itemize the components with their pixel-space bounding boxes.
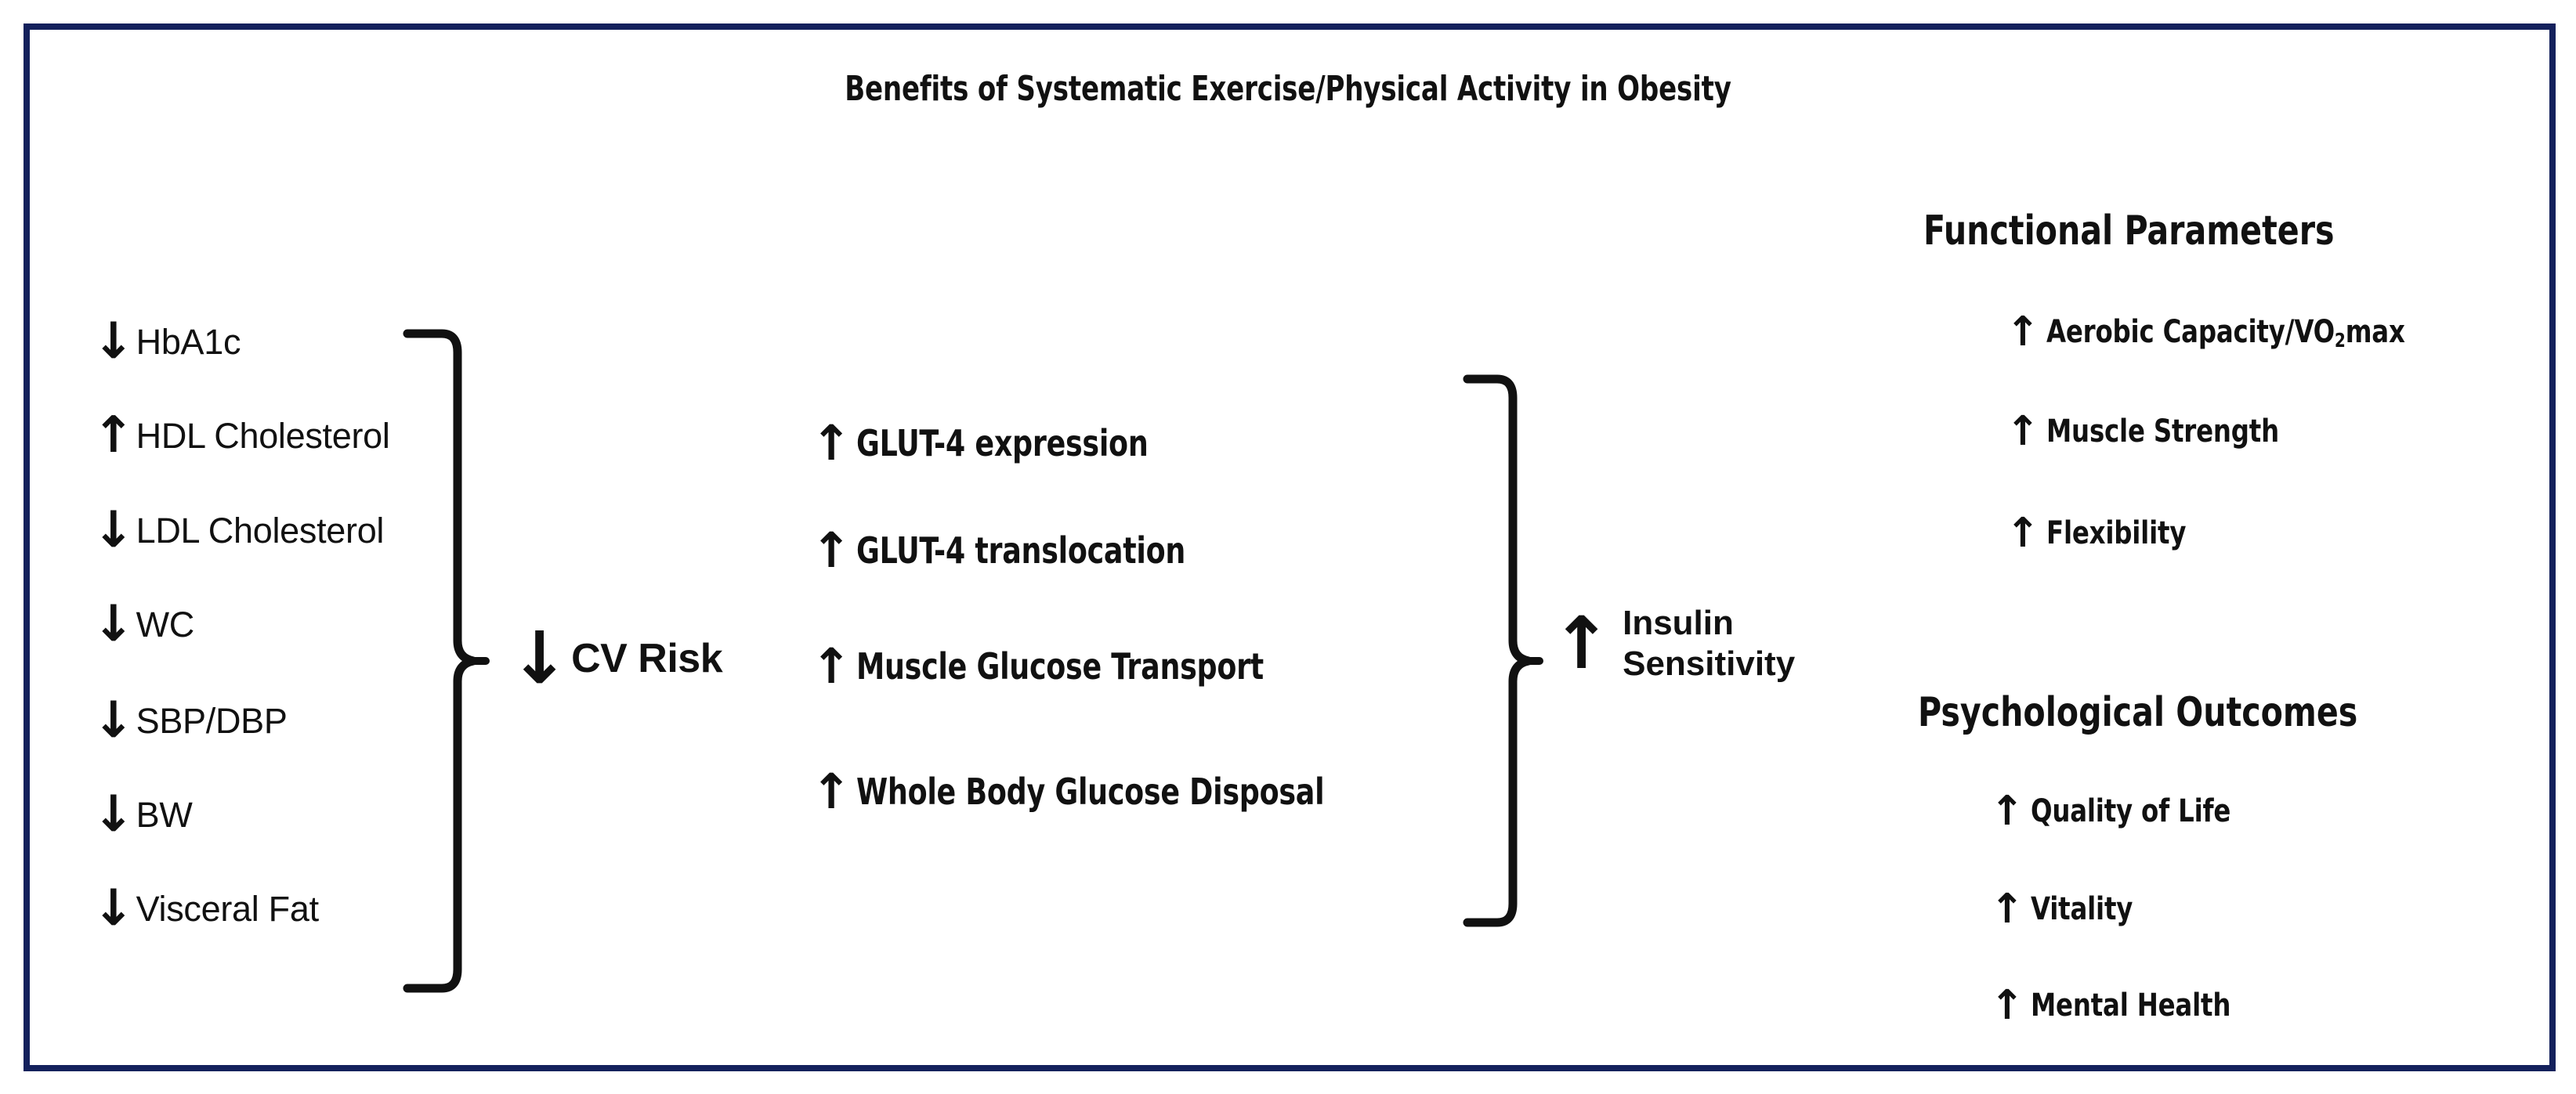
arrow-down-icon: ↓ [92,595,135,653]
list-item: ↑ HDL Cholesterol [92,410,390,460]
arrow-down-icon: ↓ [92,691,135,749]
left-brace [401,329,490,1002]
list-item-label: Muscle Strength [2046,413,2279,450]
list-item-label: SBP/DBP [136,700,288,741]
insulin-sensitivity-outcome: ↑ Insulin Sensitivity [1551,603,1795,684]
list-item: ↑ Whole Body Glucose Disposal [811,767,1388,816]
arrow-down-icon: ↓ [92,785,135,843]
list-item-label: GLUT-4 translocation [856,529,1185,572]
list-item-label: LDL Cholesterol [136,510,385,551]
vo2-subscript: 2 [2334,329,2346,352]
arrow-up-icon: ↑ [1551,601,1612,685]
arrow-up-icon: ↑ [2006,408,2040,455]
aerobic-capacity-text: Aerobic Capacity/VO [2046,314,2335,350]
functional-parameters-heading: Functional Parameters [1923,208,2335,255]
list-item: ↓ WC [92,599,194,649]
arrow-down-icon: ↓ [92,501,135,559]
list-item-label: HbA1c [136,321,241,362]
list-item: ↑ Aerobic Capacity/VO2max [2006,312,2444,352]
arrow-up-icon: ↑ [811,522,852,579]
figure-border [24,23,2556,1071]
arrow-up-icon: ↑ [1990,886,2024,933]
arrow-up-icon: ↑ [1990,982,2024,1029]
list-item-label: Quality of Life [2030,793,2230,829]
list-item-label: Mental Health [2030,987,2230,1024]
list-item: ↑ GLUT-4 expression [811,419,1188,468]
arrow-up-icon: ↑ [811,637,852,695]
arrow-up-icon: ↑ [2006,510,2040,557]
psychological-outcomes-heading: Psychological Outcomes [1918,689,2358,736]
list-item: ↑ Muscle Glucose Transport [811,642,1319,691]
list-item-label: Muscle Glucose Transport [856,645,1264,688]
list-item-label: GLUT-4 expression [856,422,1149,464]
list-item-label: Vitality [2030,891,2133,927]
list-item-label: Whole Body Glucose Disposal [856,771,1325,813]
list-item-label: Visceral Fat [136,888,319,929]
list-item-label: Aerobic Capacity/VO2max [2046,314,2405,350]
list-item: ↑ Flexibility [2006,513,2202,554]
list-item: ↑ Muscle Strength [2006,411,2305,452]
list-item: ↑ GLUT-4 translocation [811,526,1230,575]
figure-title: Benefits of Systematic Exercise/Physical… [845,69,1731,109]
list-item-label: BW [136,794,193,835]
list-item: ↓ HbA1c [92,316,241,366]
list-item: ↓ BW [92,789,193,839]
arrow-up-icon: ↑ [92,406,135,464]
list-item-label: WC [136,604,195,644]
list-item: ↓ SBP/DBP [92,695,288,746]
list-item: ↓ LDL Cholesterol [92,505,384,555]
list-item: ↑ Mental Health [1990,985,2252,1026]
arrow-up-icon: ↑ [2006,309,2040,356]
insulin-line-1: Insulin [1623,604,1734,642]
arrow-down-icon: ↓ [92,879,135,937]
cv-risk-label: CV Risk [571,636,723,681]
list-item-label: HDL Cholesterol [136,415,390,456]
list-item: ↓ Visceral Fat [92,883,319,933]
arrow-down-icon: ↓ [509,616,570,700]
insulin-line-2: Sensitivity [1623,644,1796,683]
arrow-up-icon: ↑ [811,414,852,471]
vo2max-suffix: max [2345,314,2405,350]
list-item-label: Flexibility [2046,515,2186,551]
insulin-sensitivity-label: Insulin Sensitivity [1623,603,1795,684]
list-item: ↑ Vitality [1990,889,2144,930]
arrow-up-icon: ↑ [811,763,852,820]
list-item: ↑ Quality of Life [1990,791,2252,832]
arrow-down-icon: ↓ [92,312,135,370]
middle-brace [1461,374,1543,932]
cv-risk-outcome: ↓ CV Risk [509,616,723,700]
arrow-up-icon: ↑ [1990,788,2024,835]
